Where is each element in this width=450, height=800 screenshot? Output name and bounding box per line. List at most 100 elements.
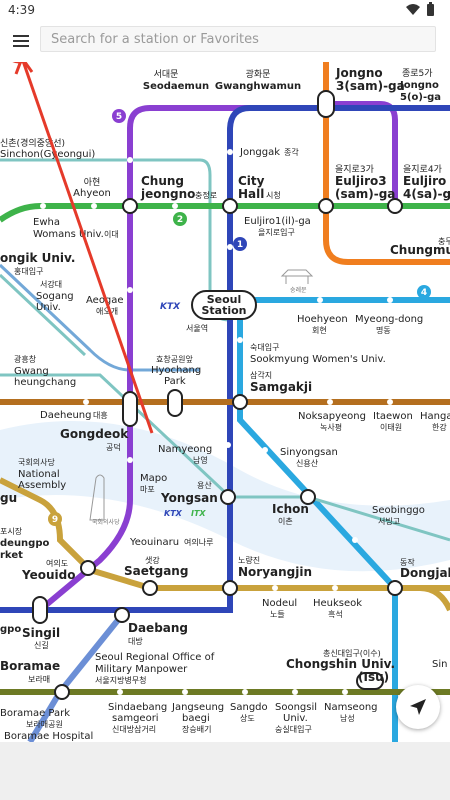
svg-text:Yeouinaru: Yeouinaru — [129, 537, 179, 548]
line-5 — [0, 105, 450, 613]
station-daebang[interactable] — [114, 607, 130, 623]
svg-text:보라매: 보라매 — [28, 675, 50, 684]
svg-text:Univ.: Univ. — [36, 302, 61, 313]
svg-text:Station: Station — [201, 304, 246, 317]
svg-text:남성: 남성 — [340, 714, 355, 723]
svg-text:Ahyeon: Ahyeon — [73, 188, 111, 199]
locate-button[interactable] — [396, 685, 440, 729]
svg-text:남영: 남영 — [193, 455, 208, 465]
svg-text:Seodaemun: Seodaemun — [143, 81, 209, 92]
station-noryangjin[interactable] — [222, 580, 238, 596]
navigation-bar — [0, 742, 450, 800]
battery-icon — [427, 4, 434, 16]
svg-text:Hanga: Hanga — [420, 411, 450, 422]
svg-text:Saetgang: Saetgang — [124, 564, 188, 578]
svg-text:Seoul: Seoul — [207, 293, 242, 306]
svg-text:충무: 충무 — [438, 237, 450, 246]
svg-text:용산: 용산 — [197, 480, 212, 490]
svg-text:숭실대입구: 숭실대입구 — [275, 724, 312, 734]
svg-text:Boramae: Boramae — [0, 659, 60, 673]
svg-text:Daeheung: Daeheung — [40, 410, 92, 421]
svg-text:Chongshin Univ.: Chongshin Univ. — [286, 657, 395, 671]
svg-text:삼각지: 삼각지 — [250, 370, 272, 380]
station-ichon[interactable] — [300, 489, 316, 505]
line-badge-9: 9 — [52, 515, 58, 525]
svg-text:Namseong: Namseong — [324, 702, 378, 713]
svg-text:Singil: Singil — [22, 626, 60, 640]
svg-text:Yongsan: Yongsan — [160, 491, 218, 505]
station-dongjak[interactable] — [387, 580, 403, 596]
svg-text:Womans Univ.: Womans Univ. — [33, 229, 104, 240]
svg-text:Seobinggo: Seobinggo — [372, 505, 425, 516]
menu-button[interactable] — [6, 26, 36, 56]
line-3 — [323, 62, 450, 265]
svg-text:rket: rket — [0, 550, 23, 561]
line-badge-5: 5 — [116, 112, 122, 122]
svg-text:Heukseok: Heukseok — [313, 598, 362, 609]
svg-text:공덕: 공덕 — [106, 442, 121, 452]
subway-map[interactable]: 5 2 1 4 9 서대문 Seodaemun 광화문 Gwanghwamun … — [0, 62, 450, 742]
svg-text:대방: 대방 — [128, 636, 143, 646]
svg-text:상도: 상도 — [240, 713, 255, 723]
station-euljiro3[interactable] — [318, 198, 334, 214]
station-gongdeok[interactable] — [122, 391, 138, 427]
station-yeouido[interactable] — [80, 560, 96, 576]
svg-text:노량진: 노량진 — [238, 555, 260, 565]
navigation-arrow-icon — [410, 699, 426, 715]
svg-text:Euljiro: Euljiro — [403, 174, 446, 188]
svg-text:Gwanghwamun: Gwanghwamun — [215, 81, 301, 92]
station-euljiro4[interactable] — [387, 198, 403, 214]
station-yongsan[interactable] — [220, 489, 236, 505]
menu-icon — [13, 35, 29, 47]
svg-text:이대: 이대 — [104, 229, 119, 239]
station-samgakji[interactable] — [232, 394, 248, 410]
svg-text:5(o)-ga: 5(o)-ga — [400, 92, 441, 103]
svg-text:deungpo: deungpo — [0, 538, 49, 549]
svg-text:Mapo: Mapo — [140, 473, 167, 484]
svg-text:Chung: Chung — [141, 174, 184, 188]
line-badge-1: 1 — [237, 240, 243, 250]
search-input[interactable]: Search for a station or Favorites — [40, 26, 436, 52]
svg-text:대흥: 대흥 — [93, 410, 108, 420]
svg-text:여의나루: 여의나루 — [184, 537, 213, 547]
svg-text:이촌: 이촌 — [278, 516, 293, 526]
status-time: 4:39 — [8, 3, 35, 17]
svg-text:샛강: 샛강 — [145, 555, 160, 565]
svg-text:heungchang: heungchang — [14, 377, 76, 388]
line-2 — [0, 203, 450, 223]
line-badge-2: 2 — [177, 215, 183, 225]
station-chongshin[interactable] — [356, 672, 384, 690]
svg-text:Boramae Park: Boramae Park — [0, 708, 70, 719]
station-singil[interactable] — [32, 596, 48, 624]
station-chungjeongno[interactable] — [122, 198, 138, 214]
station-saetgang[interactable] — [142, 580, 158, 596]
svg-text:Samgakji: Samgakji — [250, 380, 312, 394]
status-icons — [404, 2, 438, 21]
svg-text:Boramae Hospital: Boramae Hospital — [4, 731, 93, 742]
svg-text:gu: gu — [0, 491, 17, 505]
svg-text:충정로: 충정로 — [195, 190, 217, 200]
svg-text:녹사평: 녹사평 — [320, 422, 342, 432]
station-jongno3[interactable] — [317, 90, 335, 118]
svg-text:Sindaebang: Sindaebang — [108, 702, 167, 713]
station-hyochang[interactable] — [167, 389, 183, 417]
svg-text:Sinyongsan: Sinyongsan — [280, 447, 338, 458]
station-seoul[interactable] — [191, 290, 257, 320]
svg-text:Dongjak: Dongjak — [400, 566, 450, 580]
svg-text:국회의사당: 국회의사당 — [18, 457, 55, 467]
svg-text:Sogang: Sogang — [36, 291, 74, 302]
svg-text:Noksapyeong: Noksapyeong — [298, 411, 366, 422]
svg-text:Namyeong: Namyeong — [158, 444, 212, 455]
svg-text:Ewha: Ewha — [33, 217, 60, 228]
svg-text:Itaewon: Itaewon — [373, 411, 413, 422]
station-boramae[interactable] — [54, 684, 70, 700]
svg-text:Park: Park — [164, 376, 186, 387]
svg-text:Daebang: Daebang — [128, 621, 188, 635]
station-cityhall[interactable] — [222, 198, 238, 214]
svg-text:ITX: ITX — [191, 509, 206, 518]
status-bar: 4:39 — [0, 0, 450, 20]
svg-text:마포: 마포 — [140, 485, 155, 494]
svg-text:Gwang: Gwang — [14, 366, 49, 377]
svg-text:ongik Univ.: ongik Univ. — [0, 251, 75, 265]
svg-text:Sookmyung Women's Univ.: Sookmyung Women's Univ. — [250, 354, 386, 365]
